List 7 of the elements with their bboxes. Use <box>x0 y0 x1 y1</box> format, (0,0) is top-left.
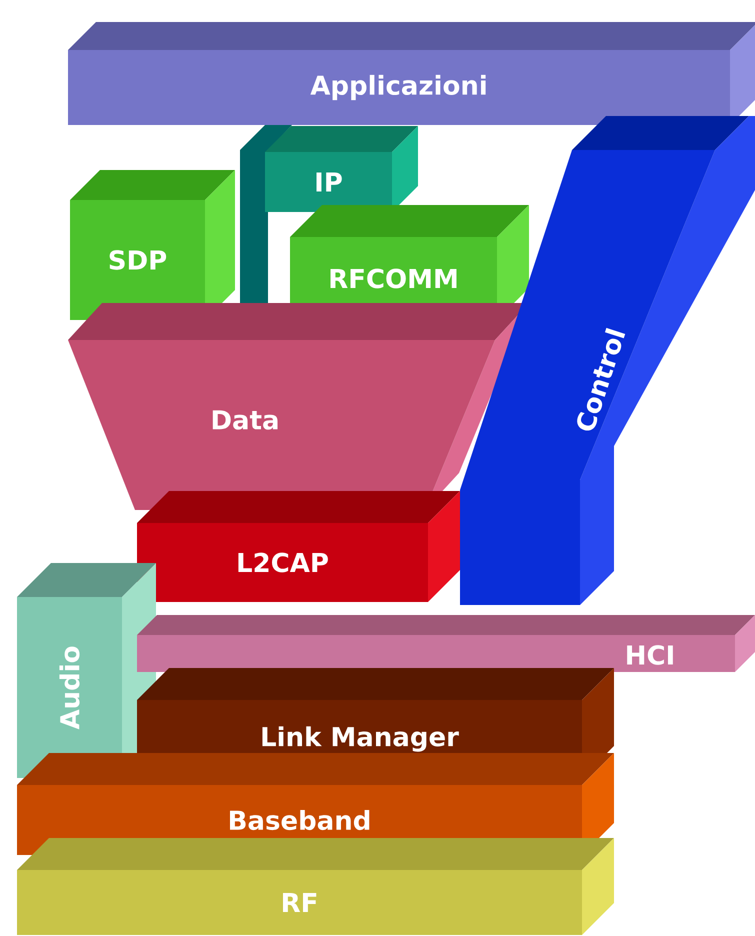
layer-block: L2CAP <box>137 491 460 602</box>
layer-block: IP <box>265 126 418 212</box>
layer-block: SDP <box>70 170 235 320</box>
layer-block: HCI <box>137 615 755 672</box>
layer-block: Applicazioni <box>68 22 755 125</box>
layer-funnel: Data <box>68 303 529 510</box>
layer-block: RF <box>17 838 614 935</box>
